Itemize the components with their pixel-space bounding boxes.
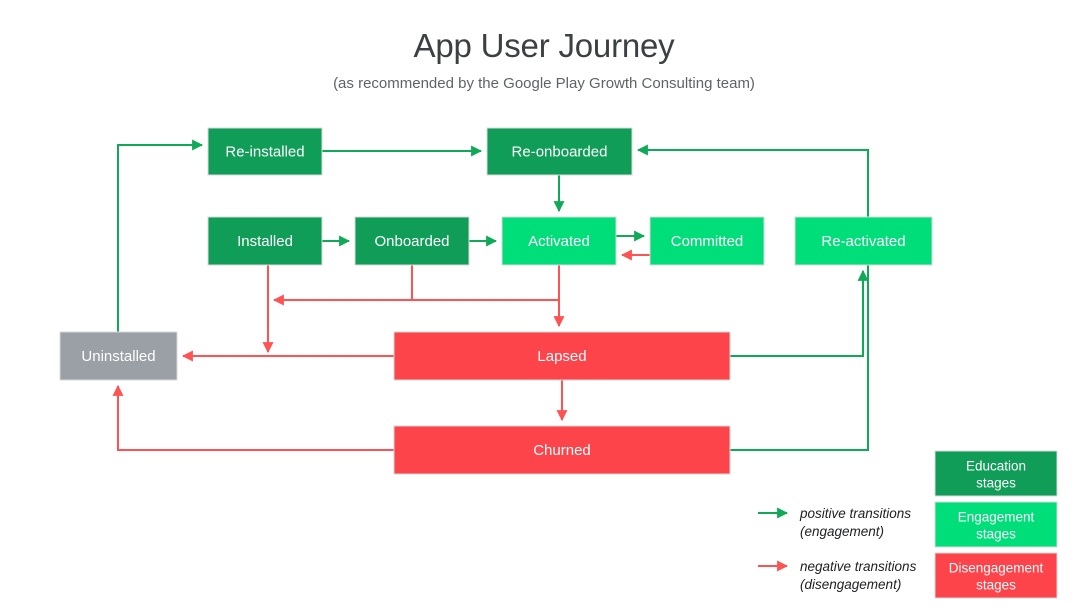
- legend-stage-line2-engagement: stages: [976, 527, 1016, 542]
- node-box-installed: [207, 216, 323, 266]
- node-box-churned: [393, 425, 731, 475]
- legend-transition-keys: positive transitions (engagement) negative…: [758, 506, 917, 592]
- edge-churned-to-re-onboarded: [636, 144, 869, 451]
- page-title: App User Journey: [414, 27, 676, 64]
- legend-key-positive: positive transitions (engagement): [758, 506, 911, 539]
- legend-stage-box-education: [934, 450, 1058, 497]
- edge-churned-to-uninstalled: [112, 384, 394, 451]
- legend-stage-line1-engagement: Engagement: [958, 510, 1035, 525]
- node-label-re-onboarded: Re-onboarded: [512, 143, 608, 160]
- legend-stage-disengagement[interactable]: Disengagement stages: [934, 552, 1058, 599]
- legend-stage-education[interactable]: Education stages: [934, 450, 1058, 497]
- legend-stage-swatches: EducationstagesEngagementstagesDisengage…: [934, 450, 1058, 599]
- page-header: App User Journey (as recommended by the …: [333, 27, 755, 92]
- node-label-activated: Activated: [528, 233, 590, 250]
- node-label-onboarded: Onboarded: [374, 233, 449, 250]
- legend-stage-engagement[interactable]: Engagement stages: [934, 501, 1058, 548]
- edge-layer: [112, 139, 869, 451]
- node-re-activated[interactable]: Re-activated: [794, 216, 933, 266]
- node-churned[interactable]: Churned: [393, 425, 731, 475]
- node-box-re-installed: [207, 127, 323, 176]
- node-label-uninstalled: Uninstalled: [81, 348, 155, 365]
- legend-key-line2-positive: (engagement): [800, 524, 884, 539]
- edge-onboarded-to-uninstalled: [272, 265, 413, 306]
- node-re-onboarded[interactable]: Re-onboarded: [486, 127, 633, 176]
- node-box-uninstalled: [59, 331, 178, 381]
- legend-key-line1-negative: negative transitions: [800, 559, 917, 574]
- legend-key-line1-positive: positive transitions: [799, 506, 911, 521]
- node-label-lapsed: Lapsed: [537, 348, 586, 365]
- legend-stage-box-disengagement: [934, 552, 1058, 599]
- node-committed[interactable]: Committed: [649, 216, 765, 266]
- page-subtitle: (as recommended by the Google Play Growt…: [333, 75, 755, 92]
- node-box-lapsed: [393, 331, 731, 381]
- node-label-committed: Committed: [671, 233, 744, 250]
- node-re-installed[interactable]: Re-installed: [207, 127, 323, 176]
- node-label-re-activated: Re-activated: [821, 233, 905, 250]
- edge-lapsed-to-re-activated: [730, 269, 869, 357]
- node-box-re-activated: [794, 216, 933, 266]
- node-uninstalled[interactable]: Uninstalled: [59, 331, 178, 381]
- node-lapsed[interactable]: Lapsed: [393, 331, 731, 381]
- node-box-onboarded: [354, 216, 470, 266]
- node-label-churned: Churned: [533, 442, 591, 459]
- node-label-re-installed: Re-installed: [225, 143, 304, 160]
- node-activated[interactable]: Activated: [501, 216, 617, 266]
- legend-key-line2-negative: (disengagement): [800, 577, 901, 592]
- legend-stage-line2-education: stages: [976, 476, 1016, 491]
- legend-stage-box-engagement: [934, 501, 1058, 548]
- node-label-installed: Installed: [237, 233, 293, 250]
- node-box-activated: [501, 216, 617, 266]
- legend-key-negative: negative transitions (disengagement): [758, 559, 917, 592]
- node-box-re-onboarded: [486, 127, 633, 176]
- node-onboarded[interactable]: Onboarded: [354, 216, 470, 266]
- legend-stage-line1-education: Education: [966, 459, 1026, 474]
- legend-stage-line2-disengagement: stages: [976, 578, 1016, 593]
- node-installed[interactable]: Installed: [207, 216, 323, 266]
- node-box-committed: [649, 216, 765, 266]
- legend-stage-line1-disengagement: Disengagement: [949, 561, 1044, 576]
- edge-uninstalled-to-re-installed: [117, 139, 204, 332]
